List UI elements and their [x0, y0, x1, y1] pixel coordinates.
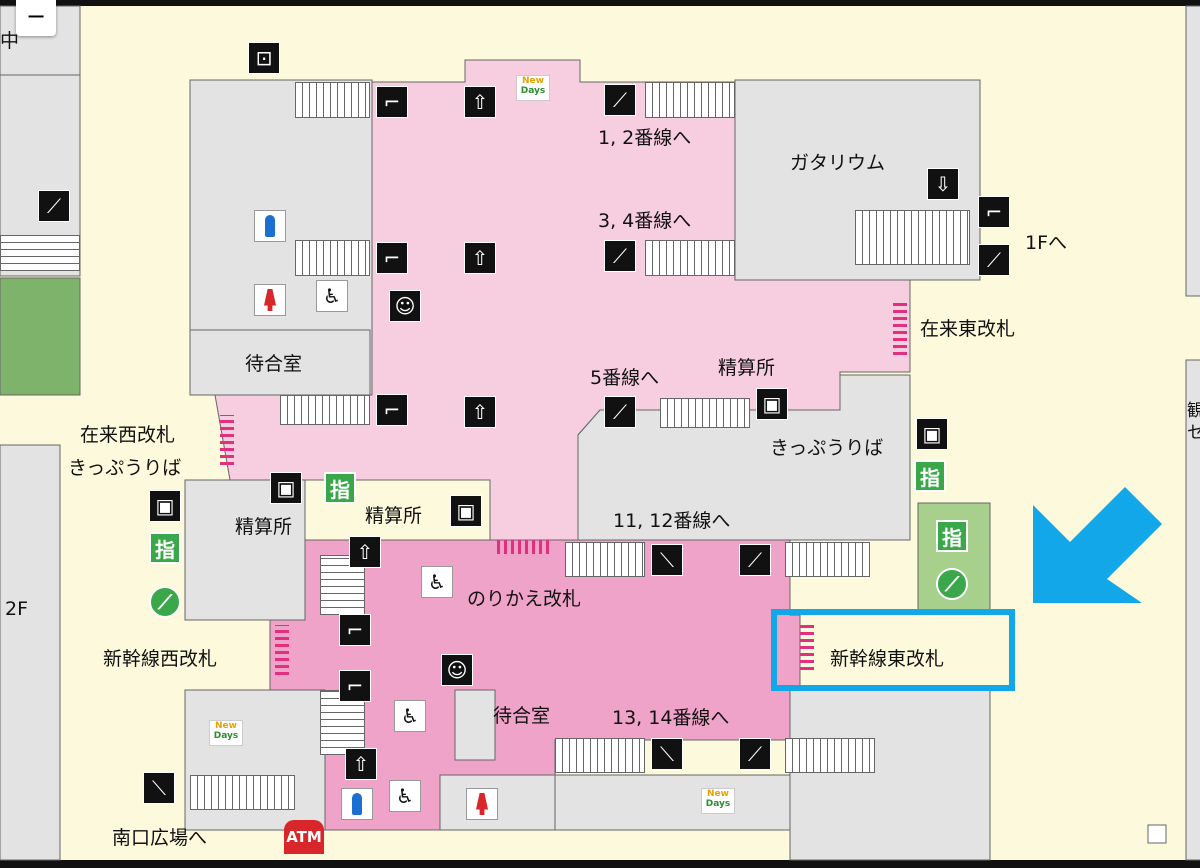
reserved-seat-icon: 指: [324, 472, 356, 504]
wheelchair-ramp-icon: ♿: [421, 566, 453, 598]
label-lines-1-2: 1, 2番線へ: [598, 127, 692, 149]
stairway: [645, 82, 735, 118]
label-cut: 観 セ: [1187, 401, 1200, 443]
label-lines-3-4: 3, 4番線へ: [598, 210, 692, 232]
wheelchair-icon: ♿: [316, 280, 348, 312]
stairs-icon: ⌐: [339, 614, 371, 646]
elevator-icon: ⇧: [464, 242, 496, 274]
left-building: [0, 5, 81, 277]
label-fare-adjustment: 精算所: [718, 357, 776, 379]
highlight-box: [771, 609, 1015, 691]
elevator-icon: ⇩: [927, 168, 959, 200]
escalator-icon: ⟍: [651, 738, 683, 770]
stairway: [295, 240, 370, 276]
stairs-icon: ⌐: [376, 242, 408, 274]
ticket-machine-icon: ▣: [270, 472, 302, 504]
escalator-icon: ⟍: [143, 772, 175, 804]
zoom-out-button[interactable]: −: [16, 0, 56, 36]
escalator-icon: ⟋: [604, 240, 636, 272]
label-shinkansen-east-gate: 新幹線東改札: [830, 648, 945, 670]
ticket-gate: [220, 415, 234, 465]
ticket-machine-icon: ▣: [450, 495, 482, 527]
elevator-icon: ⇧: [349, 536, 381, 568]
label-cut: 中: [0, 30, 20, 52]
label-shinkansen-west-gate: 新幹線西改札: [103, 648, 218, 670]
wheelchair-ramp-icon: ♿: [394, 700, 426, 732]
reserved-seat-icon: 指: [936, 520, 968, 552]
ticket-machine-icon: ▣: [756, 388, 788, 420]
escalator-icon: ⟋: [739, 544, 771, 576]
elevator-icon: ⇧: [345, 748, 377, 780]
toilet-male-icon: [341, 788, 373, 820]
label-zairai-east-gate: 在来東改札: [920, 318, 1016, 340]
left-lower-building: [0, 444, 61, 861]
stairway: [565, 542, 645, 577]
label-transfer-gate: のりかえ改札: [467, 588, 582, 610]
stairway: [280, 395, 370, 425]
stairs-icon: ⌐: [339, 670, 371, 702]
atm-icon: ATM: [284, 820, 324, 854]
green-area: [0, 277, 81, 396]
top-border: [0, 0, 1200, 6]
ticket-gate: [893, 300, 907, 355]
label-fare-adjustment: 精算所: [235, 516, 293, 538]
stairway: [295, 82, 370, 118]
label-lines-13-14: 13, 14番線へ: [612, 707, 730, 729]
label-south-plaza: 南口広場へ: [112, 827, 208, 849]
escalator-icon: ⟋: [604, 84, 636, 116]
label-line-5: 5番線へ: [590, 367, 660, 389]
label-ticket-office: きっぷうりば: [68, 457, 182, 479]
stairway: [785, 542, 870, 577]
stairs-icon: ⌐: [376, 86, 408, 118]
stairs-icon: ⌐: [978, 196, 1010, 228]
locker-icon: ⊡: [248, 42, 280, 74]
escalator-icon: ⟋: [38, 190, 70, 222]
escalator-icon: ⟋: [978, 244, 1010, 276]
stairs-icon: ⌐: [376, 394, 408, 426]
right-edge-building: [1185, 359, 1200, 861]
label-gatarium: ガタリウム: [790, 152, 886, 174]
stairway: [660, 398, 750, 428]
elevator-icon: ⇧: [464, 396, 496, 428]
label-waiting-room: 待合室: [245, 353, 303, 375]
toilet-female-icon: [254, 284, 286, 316]
label-zairai-west-gate: 在来西改札: [80, 424, 176, 446]
reserved-seat-icon: 指: [149, 532, 181, 564]
ticket-gate: [800, 625, 814, 670]
reserved-seat-icon: 指: [914, 460, 946, 492]
ticket-gate: [275, 625, 289, 675]
baby-care-icon: ☺: [441, 654, 473, 686]
toilet-male-icon: [254, 210, 286, 242]
stairway: [555, 738, 645, 773]
escalator-icon: ⟋: [739, 738, 771, 770]
green-seat-icon: ⟋: [149, 586, 181, 618]
label-ticket-office: きっぷうりば: [770, 437, 884, 459]
label-fare-adjustment: 精算所: [365, 505, 423, 527]
bottom-border: [0, 860, 1200, 868]
toilet-female-icon: [466, 788, 498, 820]
direction-arrow: [1033, 487, 1162, 603]
stairway: [0, 235, 80, 271]
label-waiting-room: 待合室: [493, 705, 551, 727]
label-floor-2f: 2F: [5, 598, 29, 620]
baby-care-icon: ☺: [389, 290, 421, 322]
stairway: [190, 775, 295, 810]
ticket-machine-icon: ▣: [916, 418, 948, 450]
elevator-icon: ⇧: [464, 86, 496, 118]
ticket-gate: [497, 540, 552, 554]
stairway: [645, 240, 735, 276]
escalator-icon: ⟍: [651, 544, 683, 576]
escalator-icon: ⟋: [604, 396, 636, 428]
label-lines-11-12: 11, 12番線へ: [613, 510, 731, 532]
wheelchair-icon: ♿: [389, 780, 421, 812]
green-seat-icon: ⟋: [936, 568, 968, 600]
stairway: [785, 738, 875, 773]
ticket-machine-icon: ▣: [149, 490, 181, 522]
label-to-1f: 1Fへ: [1025, 232, 1068, 254]
stairway: [855, 210, 970, 265]
